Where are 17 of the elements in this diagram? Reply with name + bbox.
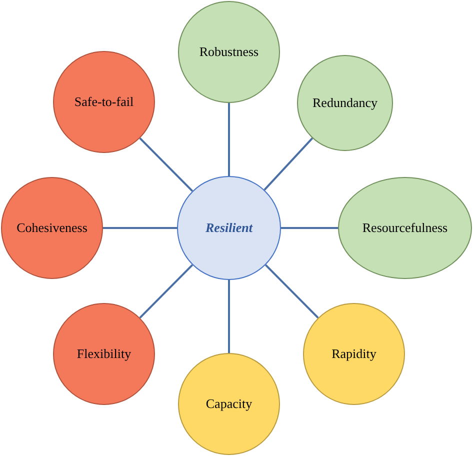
node-label: Capacity xyxy=(206,396,252,412)
node-label: Cohesiveness xyxy=(16,220,88,236)
node-label: Rapidity xyxy=(332,346,376,362)
node-label: Resourcefulness xyxy=(362,220,448,236)
connector-line xyxy=(281,227,338,229)
connector-line xyxy=(264,264,319,318)
node-label: Resilient xyxy=(206,220,252,236)
connector-line xyxy=(264,138,314,191)
connector-line xyxy=(103,227,177,229)
connector-line xyxy=(139,264,194,318)
connector-line xyxy=(139,138,194,192)
connector-line xyxy=(228,280,230,353)
connector-line xyxy=(228,103,230,176)
node-label: Redundancy xyxy=(312,95,378,111)
node-label: Safe-to-fail xyxy=(74,94,134,110)
node-label: Robustness xyxy=(199,44,259,60)
node-label: Flexibility xyxy=(76,346,132,362)
